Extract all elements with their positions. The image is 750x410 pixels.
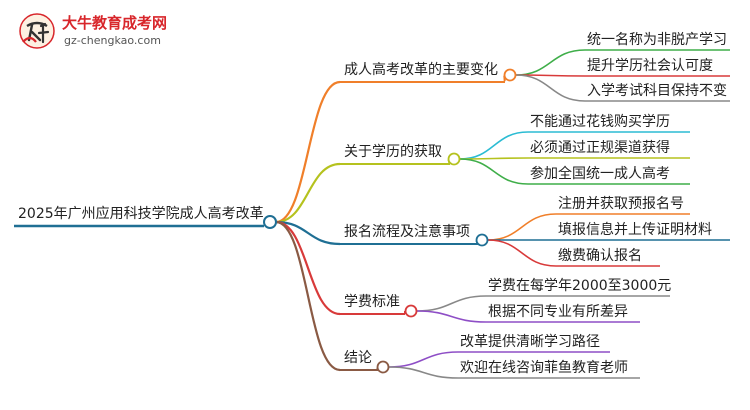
branch-node — [503, 68, 517, 82]
leaf-connector — [416, 310, 487, 323]
leaf-connector — [487, 239, 557, 267]
leaf-topic: 必须通过正规渠道获得 — [530, 139, 670, 156]
leaf-connector — [515, 74, 586, 102]
leaf-topic: 参加全国统一成人高考 — [530, 165, 670, 182]
site-logo: 大牛教育成考网 gz-chengkao.com — [18, 10, 218, 54]
branch-node — [475, 233, 489, 247]
leaf-connector — [459, 158, 529, 185]
logo-url: gz-chengkao.com — [64, 34, 161, 47]
branch-connector — [275, 220, 341, 246]
node-layer: 2025年广州应用科技学院成人高考改革 成人高考改革的主要变化 统一名称为非脱产学习… — [18, 32, 727, 376]
leaf-topic: 改革提供清晰学习路径 — [460, 334, 600, 350]
leaf-connector — [515, 49, 586, 76]
leaf-topic: 不能通过花钱购买学历 — [530, 114, 670, 130]
connector-layer — [14, 49, 730, 379]
leaf-connector — [487, 213, 557, 241]
leaf-connector — [459, 131, 529, 160]
root-topic: 2025年广州应用科技学院成人高考改革 — [18, 205, 264, 222]
leaf-topic: 统一名称为非脱产学习 — [587, 32, 727, 48]
leaf-topic: 填报信息并上传证明材料 — [558, 221, 712, 238]
branch-topic: 学费标准 — [344, 294, 400, 310]
leaf-topic: 提升学历社会认可度 — [587, 58, 713, 74]
branch-topic: 报名流程及注意事项 — [344, 223, 470, 240]
branch-connector — [275, 220, 341, 316]
branch-topic: 关于学历的获取 — [344, 144, 442, 160]
leaf-connector — [388, 351, 459, 368]
leaf-topic: 注册并获取预报名号 — [558, 196, 684, 212]
leaf-topic: 欢迎在线咨询菲鱼教育老师 — [460, 359, 628, 376]
logo-name: 大牛教育成考网 — [62, 14, 168, 32]
branch-node — [376, 360, 390, 374]
leaf-topic: 入学考试科目保持不变 — [587, 83, 727, 99]
root-node — [263, 215, 277, 229]
branch-node — [404, 304, 418, 318]
branch-node — [447, 152, 461, 166]
branch-connector — [275, 80, 341, 224]
branch-connector — [275, 162, 341, 224]
branch-topic: 成人高考改革的主要变化 — [344, 61, 498, 78]
logo-mark-icon — [19, 13, 55, 49]
leaf-topic: 学费在每学年2000至3000元 — [488, 278, 671, 294]
leaf-connector — [416, 295, 487, 312]
leaf-topic: 缴费确认报名 — [558, 248, 642, 264]
branch-connector — [275, 220, 341, 372]
leaf-connector — [388, 366, 459, 379]
leaf-topic: 根据不同专业有所差异 — [488, 304, 628, 320]
branch-topic: 结论 — [344, 350, 372, 366]
